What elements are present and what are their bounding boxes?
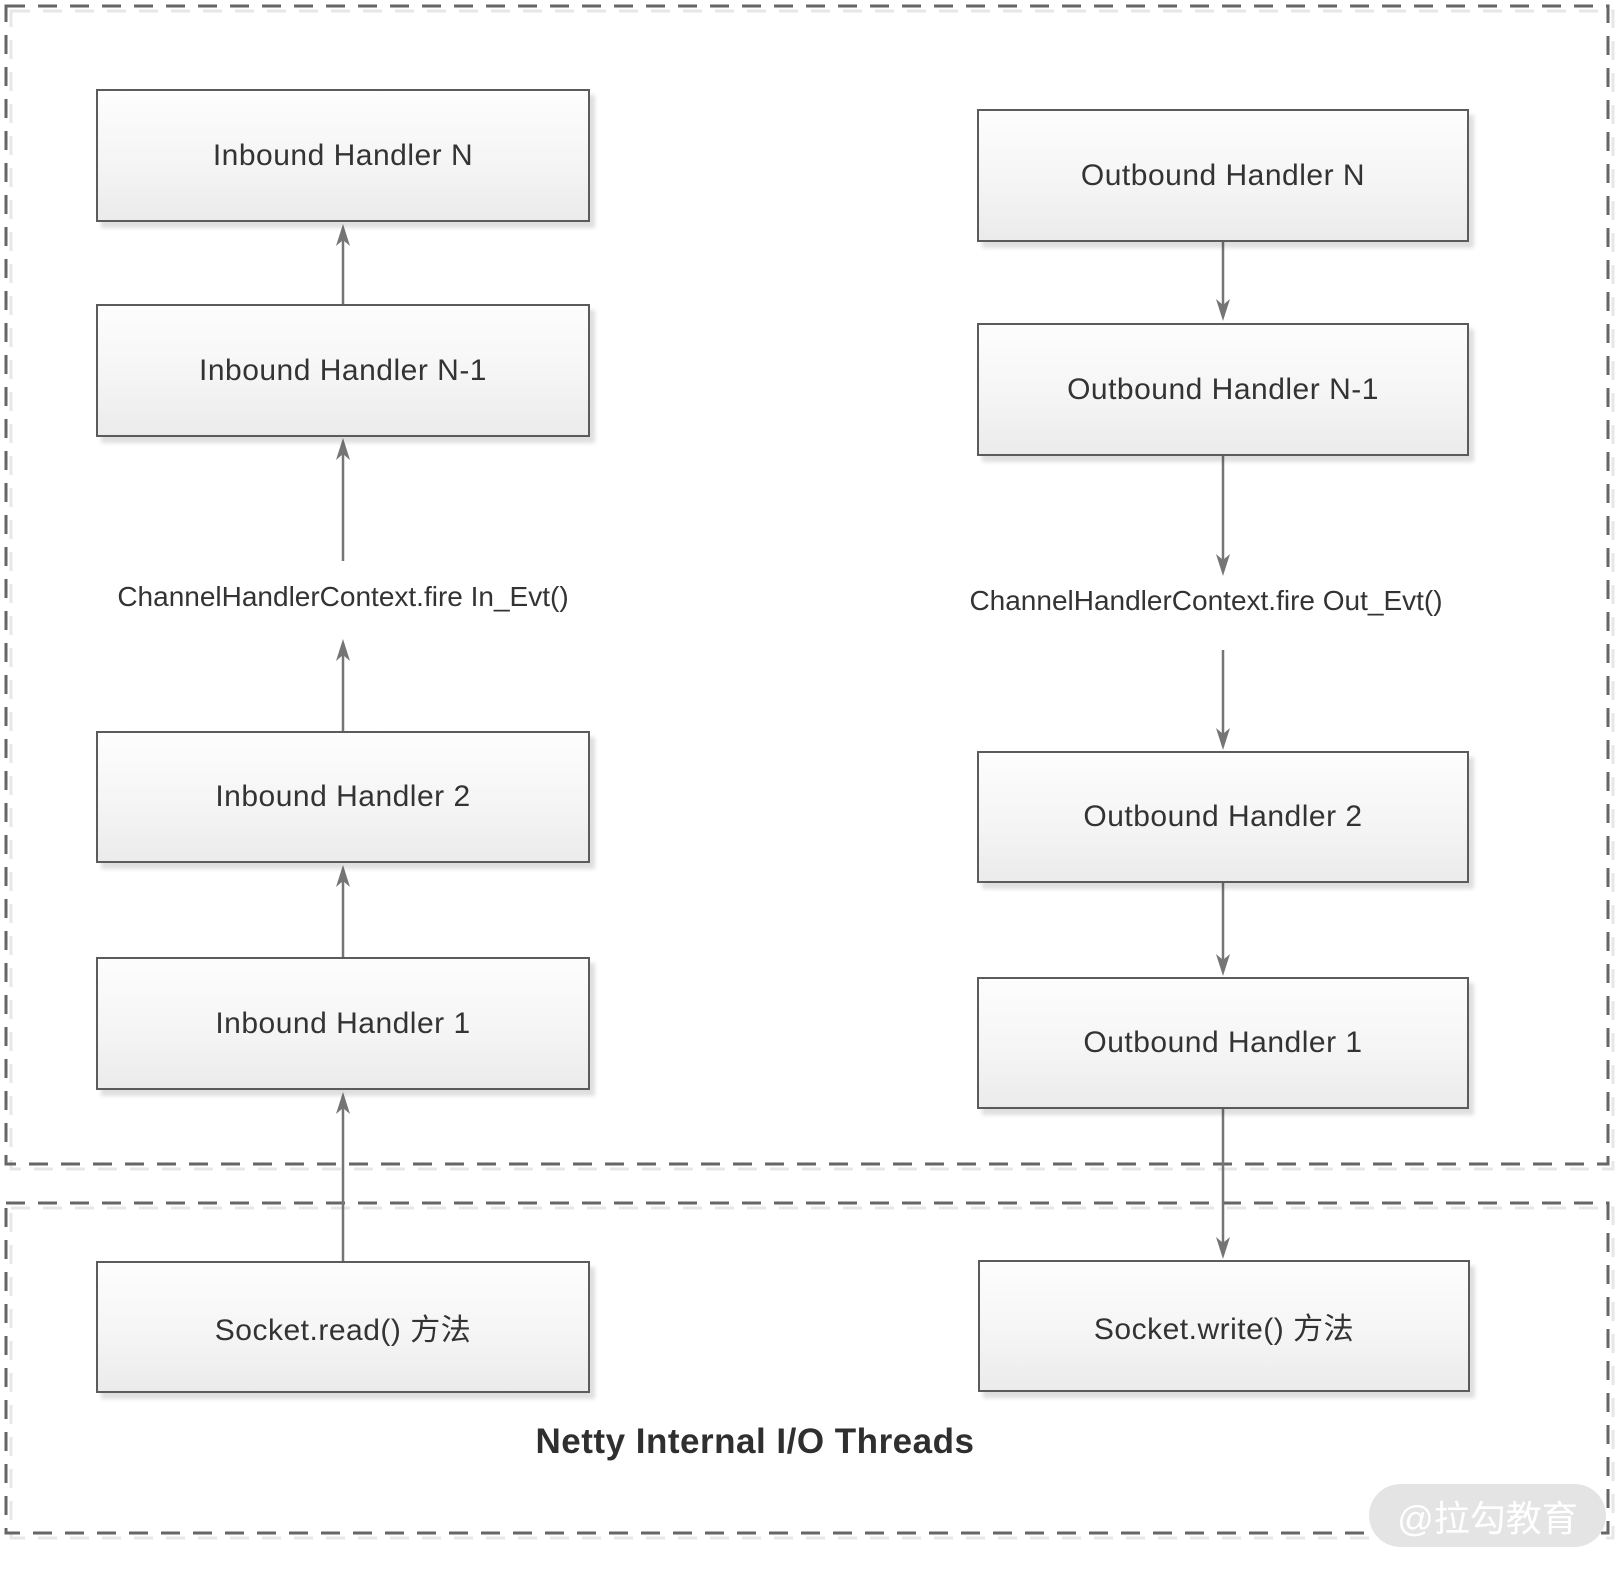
io-threads-dashed-region [4,1201,1610,1535]
box-outbound-handler-n: Outbound Handler N [977,109,1469,242]
box-inbound-handler-n: Inbound Handler N [96,89,590,222]
box-inbound-handler-n-minus-1: Inbound Handler N-1 [96,304,590,437]
box-outbound-handler-n-minus-1: Outbound Handler N-1 [977,323,1469,456]
box-socket-read: Socket.read() 方法 [96,1261,590,1393]
box-socket-write: Socket.write() 方法 [978,1260,1470,1392]
box-inbound-handler-1: Inbound Handler 1 [96,957,590,1090]
box-inbound-handler-2: Inbound Handler 2 [96,731,590,863]
box-outbound-handler-1: Outbound Handler 1 [977,977,1469,1109]
outbound-fire-event-label: ChannelHandlerContext.fire Out_Evt() [969,585,1443,616]
box-outbound-handler-2: Outbound Handler 2 [977,751,1469,883]
dashed-border-echo [9,9,1615,1540]
inbound-fire-event-label: ChannelHandlerContext.fire In_Evt() [117,581,569,612]
watermark-text: @拉勾教育 [1397,1497,1578,1539]
pipeline-dashed-region [4,4,1610,1166]
io-threads-title: Netty Internal I/O Threads [535,1422,975,1461]
watermark-badge: @拉勾教育 [1369,1484,1606,1547]
